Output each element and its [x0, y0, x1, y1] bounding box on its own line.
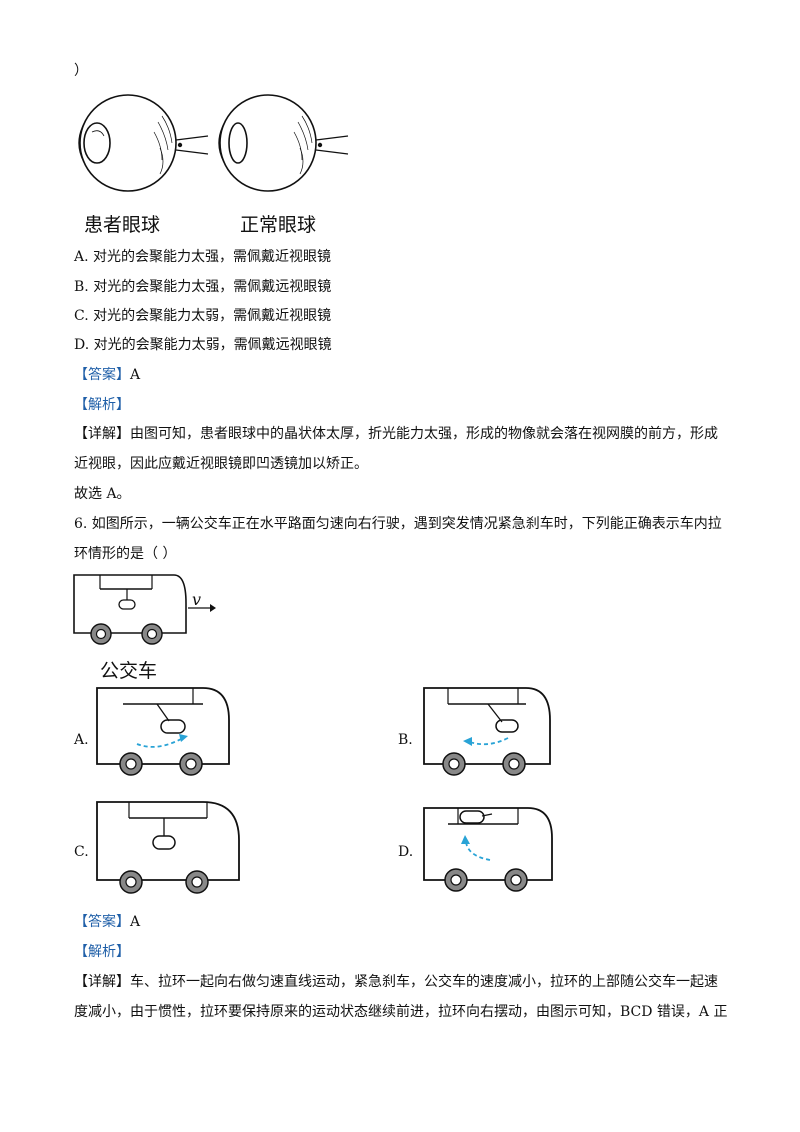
patient-eye-caption: 患者眼球 [84, 214, 161, 236]
option-a-label: A. [74, 732, 89, 748]
normal-eye-caption: 正常眼球 [240, 214, 317, 236]
patient-eye-figure [78, 94, 209, 192]
question6-stem-line2: 环情形的是（ ） [74, 546, 177, 562]
answer-value: A [130, 914, 141, 930]
option-d-text: D. 对光的会聚能力太弱，需佩戴远视眼镜 [74, 337, 332, 353]
detail-line-1-q5: 【详解】由图可知，患者眼球中的晶状体太厚，折光能力太强，形成的物像就会落在视网膜… [74, 424, 718, 444]
main-bus-figure [73, 574, 216, 645]
question6-stem-line1: 6. 如图所示，一辆公交车正在水平路面匀速向右行驶，遇到突发情况紧急刹车时，下列… [74, 516, 722, 532]
detail-text: 由图可知，患者眼球中的晶状体太厚，折光能力太强，形成的物像就会落在视网膜的前方，… [130, 426, 718, 442]
answer-line-q6: 【答案】A [74, 912, 140, 932]
detail-text: 车、拉环一起向右做匀速直线运动，紧急刹车，公交车的速度减小，拉环的上部随公交车一… [130, 974, 718, 990]
option-b-text: B. 对光的会聚能力太强，需佩戴远视眼镜 [74, 279, 332, 295]
detail-line-1-q6: 【详解】车、拉环一起向右做匀速直线运动，紧急刹车，公交车的速度减小，拉环的上部随… [74, 972, 718, 992]
answer-value: A [130, 367, 141, 383]
option-c-text: C. 对光的会聚能力太弱，需佩戴近视眼镜 [74, 308, 332, 324]
conclusion-q5: 故选 A。 [74, 486, 131, 502]
bus-option-c [96, 801, 240, 894]
bus-option-b [423, 687, 551, 776]
question-lead-bracket: ） [74, 63, 88, 79]
analysis-tag-q6: 【解析】 [74, 944, 130, 960]
bus-option-a [96, 687, 230, 776]
option-c-label: C. [74, 844, 89, 860]
option-d-label: D. [398, 844, 414, 860]
detail-line-2-q6: 度减小，由于惯性，拉环要保持原来的运动状态继续前进，拉环向右摆动，由图示可知，B… [74, 1004, 728, 1020]
option-a-text: A. 对光的会聚能力太强，需佩戴近视眼镜 [74, 249, 332, 265]
analysis-tag-q5: 【解析】 [74, 397, 130, 413]
option-b-label: B. [398, 732, 413, 748]
detail-tag: 【详解】 [74, 974, 130, 990]
detail-line-2-q5: 近视眼，因此应戴近视眼镜即凹透镜加以矫正。 [74, 456, 368, 472]
answer-line-q5: 【答案】A [74, 365, 140, 385]
answer-tag: 【答案】 [74, 914, 130, 930]
normal-eye-figure [218, 94, 349, 192]
detail-tag: 【详解】 [74, 426, 130, 442]
answer-tag: 【答案】 [74, 367, 130, 383]
velocity-label: v [192, 590, 202, 609]
bus-caption: 公交车 [100, 660, 158, 682]
bus-option-d [423, 807, 553, 892]
